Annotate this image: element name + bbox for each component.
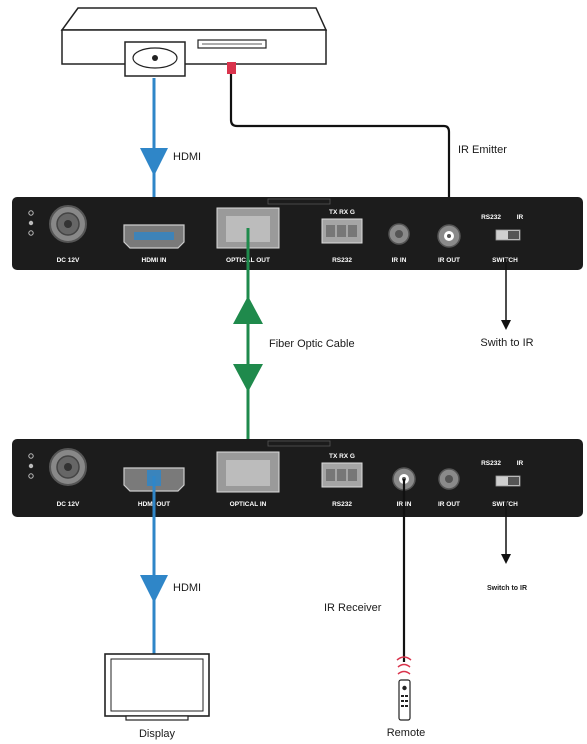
rs232-terminal [321, 462, 363, 488]
ir-in-port [388, 223, 410, 245]
ir-out-label-bottom: IR OUT [438, 501, 460, 508]
ir-out-port [437, 224, 461, 248]
ir-out-port [438, 468, 460, 490]
hdmi-arrow-top [140, 148, 168, 176]
hdmi-top-label: HDMI [173, 151, 201, 163]
hdmi-in-label: HDMI IN [142, 257, 167, 264]
ir-in-label-top: IR IN [392, 257, 407, 264]
switch-rs232-label-top: RS232 [481, 214, 501, 221]
receiver-panel: DC 12V HDMI OUT OPTICAL IN TX RX G RS232… [12, 439, 583, 517]
hdmi-in-port [123, 224, 185, 249]
display-label: Display [139, 728, 176, 740]
display-icon [104, 653, 210, 721]
remote-label: Remote [387, 727, 426, 739]
remote-control-icon [396, 656, 412, 721]
ir-emitter-cable [229, 74, 451, 232]
rs232-ir-switch [495, 229, 521, 241]
ir-receiver-label: IR Receiver [324, 602, 382, 614]
switch-ir-bottom-label: Switch to IR [487, 585, 527, 592]
ir-emitter-label: IR Emitter [458, 144, 507, 156]
rs232-pins-label-top: TX RX G [329, 209, 355, 216]
transmitter-panel: DC 12V HDMI IN OPTICAL OUT TX RX G RS232… [12, 197, 583, 270]
ir-out-label-top: IR OUT [438, 257, 460, 264]
switch-rs232-label-bottom: RS232 [481, 460, 501, 467]
rs232-pins-label-bottom: TX RX G [329, 453, 355, 460]
dc-power-jack [49, 448, 87, 486]
switch-arrow-bottom [501, 554, 511, 564]
dc-power-jack [49, 205, 87, 243]
dc-label-bottom: DC 12V [57, 501, 80, 508]
switch-label-bottom: SWITCH [492, 501, 518, 508]
hdmi-arrow-bottom [140, 575, 168, 603]
fiber-arrow-down [233, 364, 263, 392]
optical-in-label: OPTICAL IN [230, 501, 267, 508]
source-player-icon [60, 7, 328, 77]
switch-ir-label-bottom: IR [517, 460, 524, 467]
rs232-label-bottom: RS232 [332, 501, 352, 508]
optical-in-port [216, 451, 280, 493]
switch-label-top: SWITCH [492, 257, 518, 264]
switch-arrow-top [501, 320, 511, 330]
fiber-arrow-up [233, 296, 263, 324]
switch-ir-top-label: Swith to IR [480, 337, 533, 349]
dc-label-top: DC 12V [57, 257, 80, 264]
fiber-label: Fiber Optic Cable [269, 338, 355, 350]
rs232-label-top: RS232 [332, 257, 352, 264]
hdmi-bottom-label: HDMI [173, 582, 201, 594]
switch-ir-label-top: IR [517, 214, 524, 221]
rs232-terminal [321, 218, 363, 244]
rs232-ir-switch [495, 475, 521, 487]
